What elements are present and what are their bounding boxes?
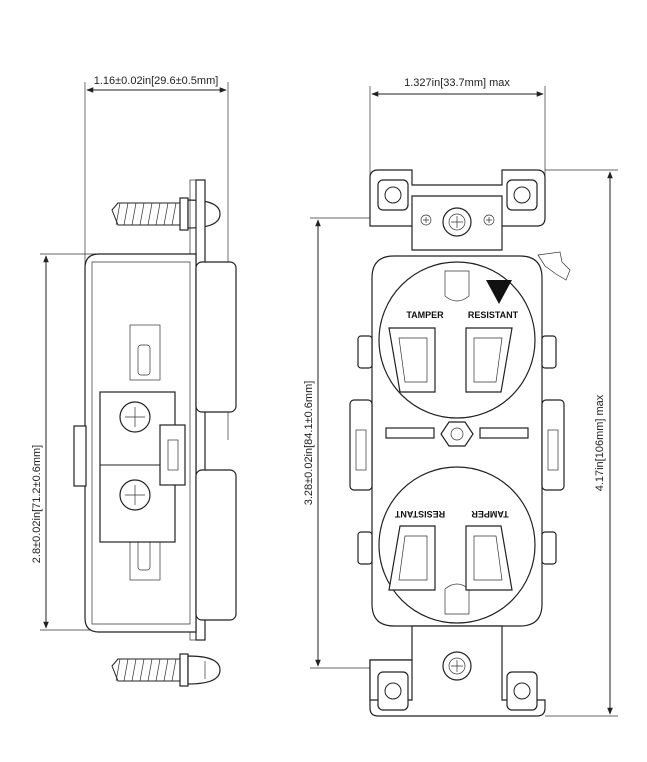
front-width-dimension: 1.327in[33.7mm] max (369, 77, 546, 180)
side-height-dimension: 2.8±0.02in[71.2±0.6mm] (31, 253, 100, 631)
front-body-height-label: 3.28±0.02in[84.1±0.6mm] (303, 381, 315, 506)
front-overall-height-label: 4.17in[106mm] max (594, 394, 606, 491)
top-outlet: TAMPER RESISTANT (378, 261, 536, 419)
bottom-outlet-left-slot (388, 525, 436, 591)
top-outlet-right-slot (465, 327, 513, 393)
bottom-outlet-label-right: TAMPER (471, 509, 509, 519)
side-bottom-screw (111, 653, 221, 687)
top-outlet-left-slot (388, 327, 436, 393)
front-body-height-dimension: 3.28±0.02in[84.1±0.6mm] (303, 217, 420, 669)
bottom-outlet-right-slot (465, 525, 513, 591)
center-screw (385, 421, 529, 447)
side-view: 1.16±0.02in[29.6±0.5mm] 2.8±0.02in[71.2±… (31, 75, 237, 687)
side-body (73, 253, 237, 633)
front-overall-height-dimension: 4.17in[106mm] max (545, 169, 618, 717)
tamper-resistant-triangle-icon (486, 280, 512, 304)
front-view: 1.327in[33.7mm] max 3.28±0.02in[84.1±0.6… (303, 77, 618, 717)
bottom-outlet-label-left: RESISTANT (394, 509, 445, 519)
front-bottom-strap (369, 625, 546, 717)
side-height-label: 2.8±0.02in[71.2±0.6mm] (31, 445, 43, 563)
bottom-outlet: RESISTANT TAMPER (378, 466, 536, 624)
front-top-strap (369, 169, 571, 281)
front-width-label: 1.327in[33.7mm] max (404, 77, 510, 89)
top-outlet-label-left: TAMPER (406, 310, 444, 320)
top-outlet-label-right: RESISTANT (468, 310, 519, 320)
side-depth-label: 1.16±0.02in[29.6±0.5mm] (94, 75, 219, 87)
